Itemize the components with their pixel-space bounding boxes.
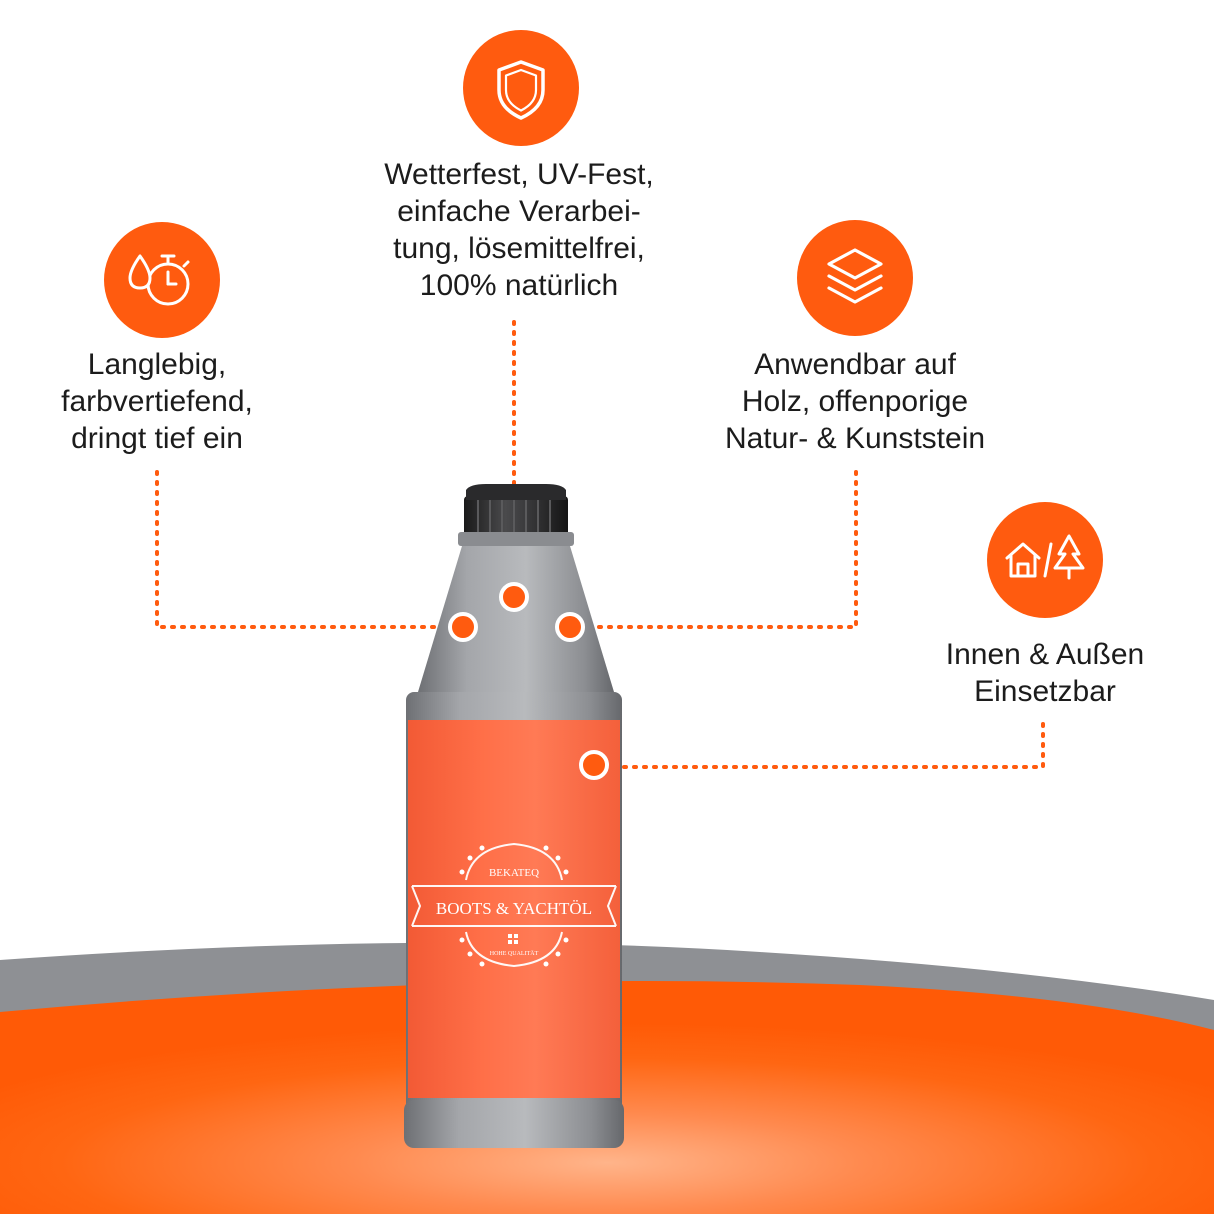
- feature-surfaces-line-3: Natur- & Kunststein: [724, 422, 986, 455]
- marker-surfaces: [555, 612, 585, 642]
- feature-indoor-outdoor-line-1: Innen & Außen: [945, 638, 1145, 671]
- feature-indoor-outdoor-text: Innen & Außen Einsetzbar: [900, 636, 1190, 710]
- drop-stopwatch-icon: [104, 222, 220, 338]
- label-product-name: BOOTS & YACHTÖL: [436, 899, 592, 918]
- marker-indoor-outdoor: [579, 750, 609, 780]
- feature-weather-line-4: 100% natürlich: [419, 269, 619, 302]
- bottle-graphic: BEKATEQ BOOTS & YACHTÖL HOHE QUALITÄT: [404, 484, 624, 1148]
- label-quality: HOHE QUALITÄT: [490, 950, 539, 957]
- connector-surfaces: [584, 470, 858, 629]
- connector-durable: [155, 470, 450, 629]
- connector-indoor-outdoor: [610, 722, 1045, 769]
- label-brand: BEKATEQ: [489, 867, 539, 879]
- feature-surfaces-text: Anwendbar auf Holz, offenporige Natur- &…: [680, 346, 1030, 457]
- marker-durable: [448, 612, 478, 642]
- feature-durable-line-2: farbvertiefend,: [61, 385, 253, 418]
- layers-icon: [797, 220, 913, 336]
- feature-durable-line-3: dringt tief ein: [71, 422, 243, 455]
- feature-indoor-outdoor-line-2: Einsetzbar: [974, 675, 1116, 708]
- house-tree-icon: [987, 502, 1103, 618]
- marker-weather: [499, 582, 529, 612]
- feature-weather-line-2: einfache Verarbei-: [397, 195, 641, 228]
- feature-durable-text: Langlebig, farbvertiefend, dringt tief e…: [32, 346, 282, 457]
- feature-weather-text: Wetterfest, UV-Fest, einfache Verarbei- …: [334, 156, 704, 304]
- feature-weather-line-1: Wetterfest, UV-Fest,: [384, 158, 654, 191]
- shield-icon: [463, 30, 579, 146]
- feature-surfaces-line-2: Holz, offenporige: [741, 385, 969, 418]
- feature-weather-line-3: tung, lösemittelfrei,: [393, 232, 645, 265]
- feature-surfaces-line-1: Anwendbar auf: [754, 348, 956, 381]
- feature-durable-line-1: Langlebig,: [87, 348, 227, 381]
